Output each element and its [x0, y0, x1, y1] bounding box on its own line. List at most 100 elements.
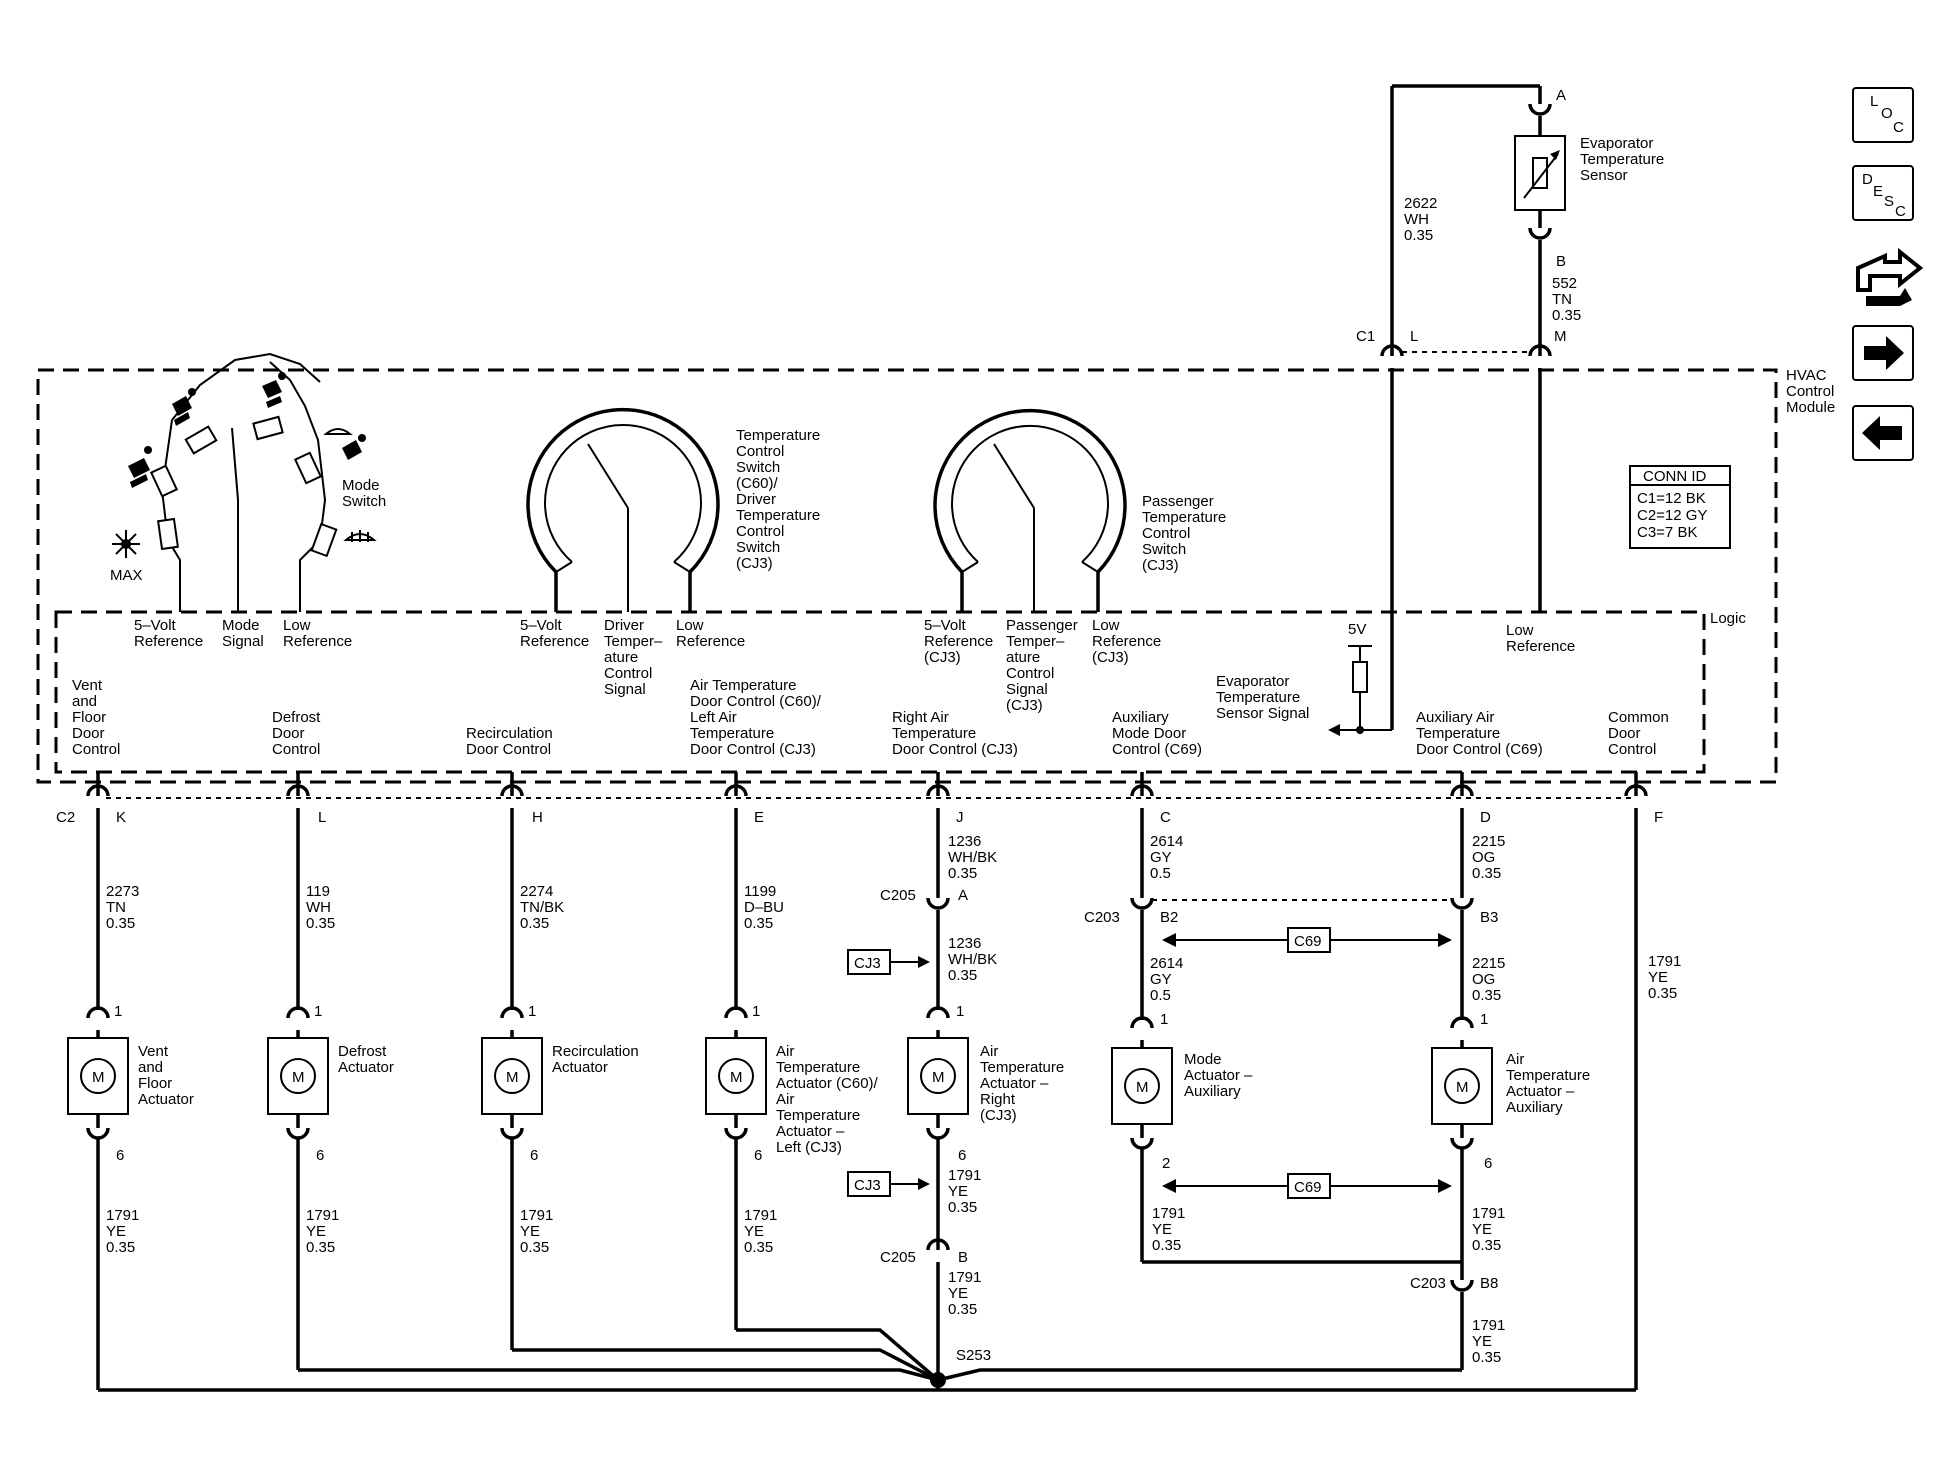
svg-text:C205: C205	[880, 1249, 916, 1266]
svg-text:Reference: Reference	[676, 633, 745, 650]
previous-page-button[interactable]	[1852, 405, 1914, 461]
next-page-button[interactable]	[1852, 325, 1914, 381]
svg-text:Common: Common	[1608, 709, 1669, 726]
svg-text:(CJ3): (CJ3)	[1142, 557, 1179, 574]
svg-text:Switch: Switch	[342, 493, 386, 510]
svg-text:Air: Air	[776, 1043, 794, 1060]
svg-text:1791: 1791	[1152, 1205, 1185, 1222]
svg-text:1: 1	[1160, 1011, 1168, 1028]
recirculation-actuator: M	[481, 1006, 543, 1150]
svg-text:YE: YE	[1152, 1221, 1172, 1238]
svg-text:M: M	[1456, 1079, 1469, 1096]
svg-text:C1: C1	[1356, 328, 1375, 345]
svg-text:Signal: Signal	[222, 633, 264, 650]
air-temperature-actuator-left: M	[705, 1006, 767, 1150]
svg-text:YE: YE	[306, 1223, 326, 1240]
svg-text:6: 6	[958, 1147, 966, 1164]
svg-text:WH: WH	[1404, 211, 1429, 228]
conn-id-box: CONN ID C1=12 BK C2=12 GY C3=7 BK	[1629, 465, 1731, 549]
svg-text:0.35: 0.35	[306, 915, 335, 932]
svg-text:0.35: 0.35	[948, 865, 977, 882]
c2-label: C2	[56, 809, 75, 826]
svg-text:Control: Control	[736, 443, 784, 460]
svg-text:YE: YE	[520, 1223, 540, 1240]
svg-text:Right Air: Right Air	[892, 709, 949, 726]
svg-text:2273: 2273	[106, 883, 139, 900]
svg-text:(CJ3): (CJ3)	[924, 649, 961, 666]
svg-text:Mode Door: Mode Door	[1112, 725, 1186, 742]
svg-text:5–Volt: 5–Volt	[134, 617, 177, 634]
svg-text:Temperature: Temperature	[1506, 1067, 1590, 1084]
passenger-temperature-control-switch: Passenger Temperature Control Switch (CJ…	[924, 408, 1226, 714]
svg-text:1791: 1791	[1648, 953, 1681, 970]
svg-text:0.35: 0.35	[106, 1239, 135, 1256]
svg-text:5–Volt: 5–Volt	[520, 617, 563, 634]
evaporator-temperature-sensor: A B Evaporator Temperature Sensor 2622 W…	[1356, 84, 1664, 730]
svg-text:0.35: 0.35	[744, 915, 773, 932]
svg-text:TN/BK: TN/BK	[520, 899, 564, 916]
svg-text:L: L	[1870, 93, 1878, 110]
connector-view-icon[interactable]	[1856, 247, 1924, 306]
svg-text:Passenger: Passenger	[1142, 493, 1214, 510]
svg-text:0.35: 0.35	[1152, 1237, 1181, 1254]
svg-text:Door Control (CJ3): Door Control (CJ3)	[690, 741, 816, 758]
svg-text:1: 1	[1480, 1011, 1488, 1028]
svg-text:CJ3: CJ3	[854, 955, 881, 972]
svg-text:B2: B2	[1160, 909, 1178, 926]
logic-boundary	[54, 610, 1706, 774]
svg-text:and: and	[72, 693, 97, 710]
svg-text:H: H	[532, 809, 543, 826]
svg-text:Temperature: Temperature	[736, 427, 820, 444]
svg-text:6: 6	[316, 1147, 324, 1164]
svg-text:Control: Control	[1006, 665, 1054, 682]
svg-text:Low: Low	[283, 617, 311, 634]
cj3-tag-lower: CJ3	[847, 1171, 930, 1197]
svg-text:Actuator: Actuator	[338, 1059, 394, 1076]
arrow-right-icon	[1864, 336, 1904, 370]
svg-text:0.35: 0.35	[1472, 1237, 1501, 1254]
svg-text:C2=12 GY: C2=12 GY	[1637, 507, 1707, 524]
svg-text:M: M	[730, 1069, 743, 1086]
svg-text:Low: Low	[1092, 617, 1120, 634]
svg-text:0.35: 0.35	[948, 967, 977, 984]
svg-text:(CJ3): (CJ3)	[1006, 697, 1043, 714]
svg-text:C: C	[1895, 203, 1906, 220]
svg-text:C69: C69	[1294, 933, 1322, 950]
svg-text:1791: 1791	[948, 1269, 981, 1286]
svg-text:E: E	[754, 809, 764, 826]
svg-text:0.35: 0.35	[1472, 1349, 1501, 1366]
svg-text:0.35: 0.35	[1472, 987, 1501, 1004]
svg-text:2622: 2622	[1404, 195, 1437, 212]
svg-text:Defrost: Defrost	[338, 1043, 387, 1060]
svg-text:B3: B3	[1480, 909, 1498, 926]
svg-text:1: 1	[956, 1003, 964, 1020]
svg-text:6: 6	[1484, 1155, 1492, 1172]
loc-button[interactable]: L O C	[1852, 87, 1914, 143]
svg-text:Switch: Switch	[736, 539, 780, 556]
svg-text:Left Air: Left Air	[690, 709, 737, 726]
svg-text:2215: 2215	[1472, 833, 1505, 850]
svg-text:Reference: Reference	[1506, 638, 1575, 655]
svg-text:1236: 1236	[948, 833, 981, 850]
svg-text:Mode: Mode	[222, 617, 260, 634]
floor-defrost-icon	[323, 428, 366, 460]
svg-text:Control: Control	[736, 523, 784, 540]
svg-text:Vent: Vent	[72, 677, 103, 694]
svg-text:0.35: 0.35	[1552, 307, 1581, 324]
svg-text:Module: Module	[1786, 399, 1835, 416]
defrost-actuator: M	[267, 1006, 329, 1150]
svg-text:Temperature: Temperature	[892, 725, 976, 742]
desc-button[interactable]: D E S C	[1852, 165, 1914, 221]
svg-text:YE: YE	[106, 1223, 126, 1240]
svg-text:Reference: Reference	[1092, 633, 1161, 650]
svg-text:Temperature: Temperature	[1416, 725, 1500, 742]
svg-text:0.35: 0.35	[106, 915, 135, 932]
svg-text:Defrost: Defrost	[272, 709, 321, 726]
max-label: MAX	[110, 567, 143, 584]
svg-text:Actuator (C60)/: Actuator (C60)/	[776, 1075, 879, 1092]
svg-text:Actuator –: Actuator –	[980, 1075, 1049, 1092]
